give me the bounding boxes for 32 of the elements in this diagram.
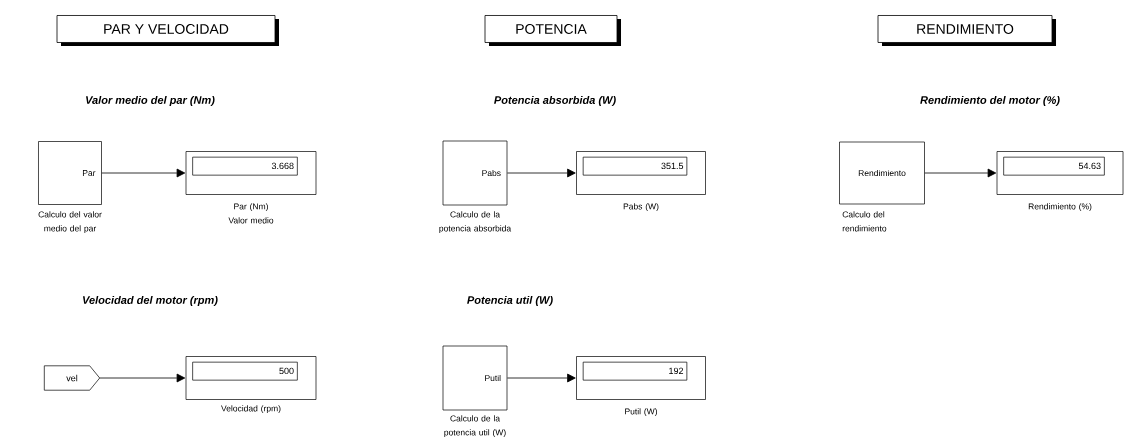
arrow [101, 168, 186, 178]
block-caption: Par (Nm) Valor medio [228, 203, 274, 224]
block-caption: Rendimiento (%) [1028, 203, 1092, 212]
block-caption: Calculo de la potencia util (W) [444, 415, 506, 438]
block-caption: Velocidad (rpm) [221, 405, 281, 414]
display-block: 500 [185, 356, 317, 400]
block-title: Rendimiento del motor (%) [920, 95, 1060, 107]
block-caption: Pabs (W) [623, 203, 659, 212]
heading-box: POTENCIA [484, 15, 621, 46]
display-block: 351.5 [576, 151, 706, 195]
display-block: 3.668 [185, 151, 317, 195]
display-block: 54.63 [996, 151, 1124, 195]
subsystem-block: Pabs [442, 140, 508, 206]
block-caption: Calculo de la potencia absorbida [439, 211, 512, 234]
goto-tag: vel [43, 365, 101, 391]
block-title: Velocidad del motor (rpm) [83, 295, 218, 307]
block-caption: Putil (W) [625, 408, 657, 417]
display-block: 192 [576, 356, 706, 400]
block-title: Potencia util (W) [467, 295, 553, 307]
arrow [506, 373, 576, 383]
block-title: Valor medio del par (Nm) [86, 95, 215, 107]
subsystem-block: Par [38, 141, 102, 205]
block-title: Potencia absorbida (W) [494, 95, 616, 107]
subsystem-block: Rendimiento [839, 141, 925, 205]
subsystem-block: Putil [442, 345, 508, 411]
block-caption: Calculo del rendimiento [842, 211, 887, 232]
heading-box: RENDIMIENTO [877, 15, 1056, 46]
heading-box: PAR Y VELOCIDAD [56, 15, 279, 46]
arrow [924, 168, 997, 178]
block-caption: Calculo del valor medio del par [38, 211, 102, 234]
arrow [99, 373, 186, 383]
arrow [506, 168, 576, 178]
